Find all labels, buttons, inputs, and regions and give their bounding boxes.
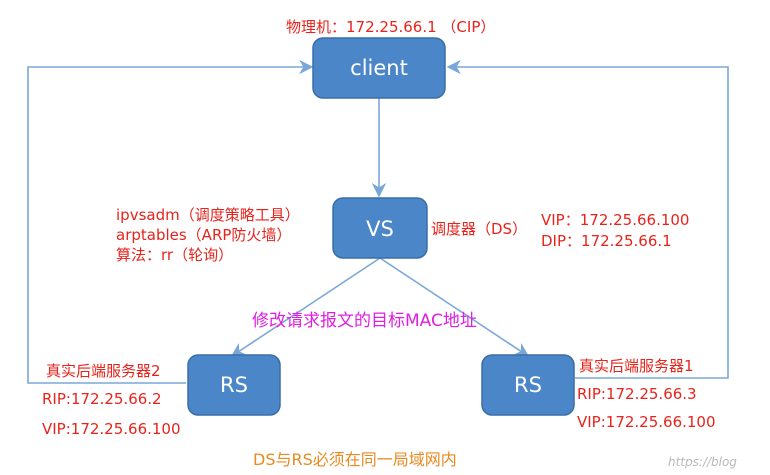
rs-left-node-label: RS [220,373,248,397]
vs-to-rs-left-arrow [230,257,381,357]
rs1-rip-label: RIP:172.25.66.3 [577,385,697,403]
vs-node-label: VS [366,217,394,241]
client-node-label: client [350,56,408,80]
vs-tools-line2: arptables（ARP防火墙） [116,226,291,244]
rs-right-node: RS [481,354,575,416]
rs2-vip-label: VIP:172.25.66.100 [42,420,181,438]
rs2-title-label: 真实后端服务器2 [46,362,161,380]
rs1-vip-label: VIP:172.25.66.100 [577,413,716,431]
modify-mac-label: 修改请求报文的目标MAC地址 [252,311,477,331]
rs-left-node: RS [187,354,281,416]
dip-label: DIP：172.25.66.1 [541,232,672,250]
client-node: client [312,37,446,99]
vs-tools-line1: ipvsadm（调度策略工具） [116,206,300,224]
rs-right-return-arrow [446,59,729,379]
rs-left-return-arrow [27,59,314,384]
vs-to-rs-right-arrow [379,257,530,357]
watermark-text: https://blog [668,455,737,469]
vs-tools-line3: 算法：rr（轮询） [116,246,233,264]
rs1-title-label: 真实后端服务器1 [579,357,694,375]
rs2-rip-label: RIP:172.25.66.2 [42,390,162,408]
rs-right-node-label: RS [514,373,542,397]
client-info-label: 物理机：172.25.66.1 （CIP） [286,18,495,36]
vs-node: VS [332,197,428,259]
bottom-note-label: DS与RS必须在同一局域网内 [253,450,457,469]
scheduler-label: 调度器（DS） [431,220,527,238]
vip-label: VIP：172.25.66.100 [541,211,689,229]
